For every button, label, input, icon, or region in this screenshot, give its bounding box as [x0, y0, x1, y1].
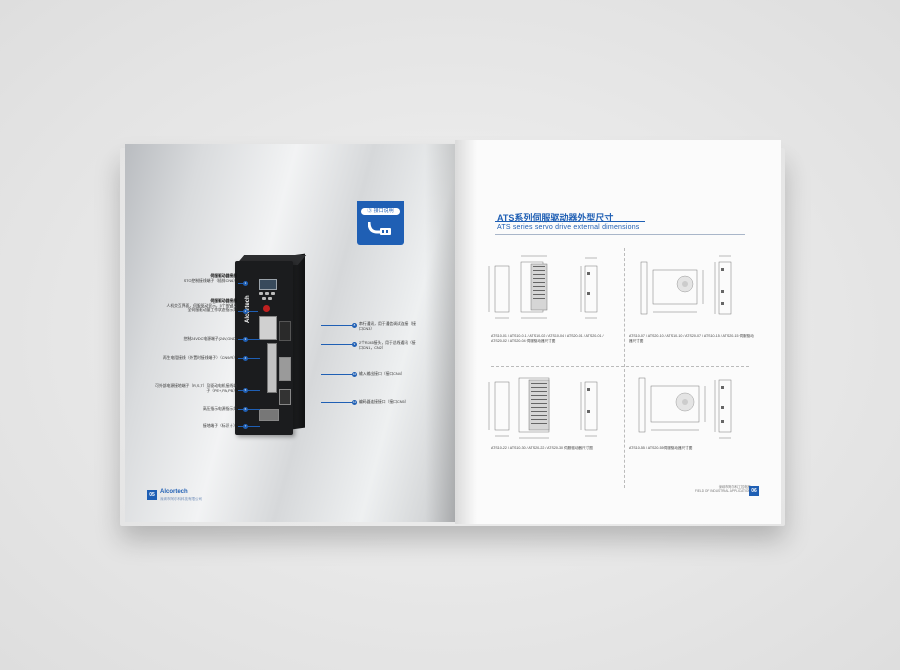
callout-dot: 7: [243, 424, 248, 429]
dimension-drawing-2: [640, 255, 732, 315]
dimension-drawing-4: [638, 377, 732, 439]
page-subtitle: ATS series servo drive external dimensio…: [497, 224, 640, 231]
ground-terminal: [259, 409, 279, 421]
right-page-number: 06: [749, 486, 759, 496]
motor-terminal: [267, 343, 277, 393]
panel-caption-1: ATS10-01 / ATS10-0.1 / ATS10-02 / ATS10-…: [491, 334, 604, 343]
panel-divider-horizontal: [491, 366, 749, 367]
callout-dot: 2: [243, 309, 248, 314]
callout-dot: 6: [243, 407, 248, 412]
callout-dot: 11: [352, 400, 357, 405]
cable-connector-icon: [368, 221, 391, 235]
tab-label: ③ 接口说明: [361, 208, 400, 215]
annotation-right-1: 串行通讯，用于通信调试连接（接口CN3）: [359, 322, 416, 331]
annotation-right-3: 输入输出接口（接口CN4）: [359, 372, 405, 376]
right-footer-text: 深圳市阿尔科工控电器 FIELD OF INDUSTRIAL APPLICATI…: [695, 485, 751, 493]
annotation-left-2: 伺服驱动器接部 人机交互界面，伺服驱动显示，5个按键及全伺服驱动量工作状态指示灯: [166, 299, 237, 313]
status-led-icon: [263, 305, 270, 312]
annotation-left-6: 高压指示电源指示灯: [202, 407, 237, 411]
annotation-left-4: 再生电阻接线（外置时接线端子）（CN9/R）: [162, 356, 237, 360]
callout-dot: 3: [243, 337, 248, 342]
callout-dot: 10: [352, 372, 357, 377]
annotation-left-3: 控制24VDC电源端子(24V,GND): [183, 337, 237, 341]
callout-dot: 9: [352, 342, 357, 347]
left-footer-company: 深圳市阿尔科科技有限公司: [160, 497, 202, 501]
page-title: ATS系列伺服驱动器外型尺寸: [497, 213, 614, 223]
callout-dot: 5: [243, 388, 248, 393]
io-port: [279, 357, 291, 381]
encoder-port: [279, 389, 291, 405]
dimension-drawing-3: [488, 377, 598, 439]
left-page: ③ 接口说明 Alcortech: [125, 144, 455, 522]
right-page: ATS系列伺服驱动器外型尺寸 ATS series servo drive ex…: [455, 140, 781, 524]
servo-drive-image: Alcortech: [235, 253, 307, 435]
annotation-left-7: 接地端子（标识⏚）: [202, 424, 237, 428]
annotation-left-5: 可外部电源接地端子（R,S,T）及驱动电机接线端子（PE+,PA,PB）: [155, 384, 237, 393]
panel-caption-4: ATS10-55 / ATS20-55伺服驱动器尺寸图: [629, 446, 693, 450]
left-page-number: 05: [147, 490, 157, 500]
panel-caption-2: ATS10-07 / ATS20-10 / ATS10-10 / ATS20-0…: [629, 334, 754, 343]
panel-caption-3: ATS10-22 / ATS10-30 / ATS20-22 / ATS20-3…: [491, 446, 593, 450]
power-terminal: [259, 316, 277, 340]
interface-tab: ③ 接口说明: [357, 201, 404, 245]
callout-dot: 1: [243, 281, 248, 286]
rj45-port: [279, 321, 291, 341]
panel-divider-vertical: [624, 248, 625, 488]
callout-dot: 8: [352, 323, 357, 328]
annotation-right-4: 编码器连接接口（接口CN5）: [359, 400, 409, 404]
annotation-left-1: 伺服驱动器接部 STO控制接线端子（插排CN6）: [183, 274, 237, 283]
annotation-right-2: 2个RJ45接头，用于总线通讯（接口CN1，CN2）: [359, 341, 416, 350]
callout-dot: 4: [243, 356, 248, 361]
device-display: [259, 279, 277, 290]
dimension-drawing-1: [488, 255, 598, 319]
left-footer-brand: Alcortech: [160, 489, 188, 495]
